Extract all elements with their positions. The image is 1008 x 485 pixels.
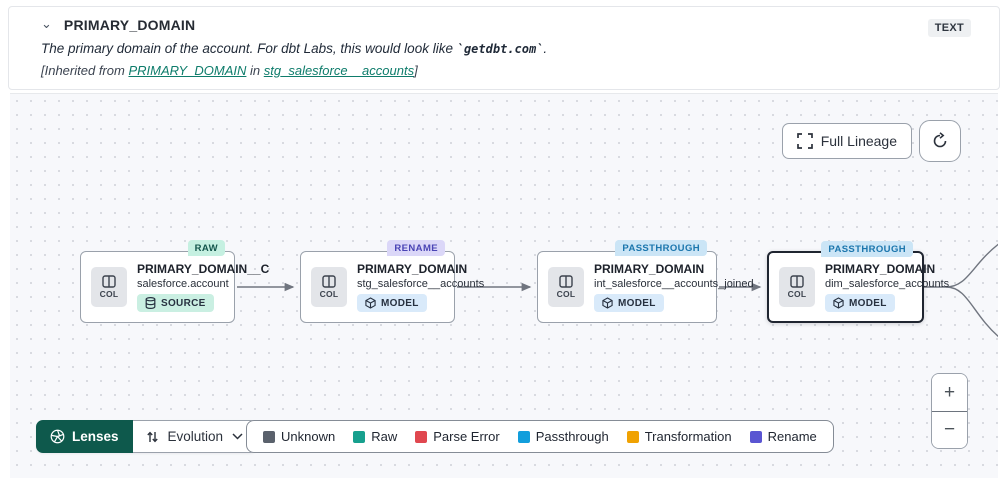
- legend-item: Raw: [353, 429, 397, 444]
- col-label: COL: [556, 289, 576, 299]
- legend-swatch: [415, 430, 428, 443]
- node-status-tag: PASSTHROUGH: [615, 240, 707, 256]
- lens-legend: Unknown Raw Parse Error Passthrough Tran…: [246, 420, 834, 453]
- node-kind-badge: MODEL: [594, 294, 664, 312]
- lineage-node-int[interactable]: PASSTHROUGH COL PRIMARY_DOMAIN int_sales…: [537, 240, 754, 323]
- col-label: COL: [319, 289, 339, 299]
- column-icon: [790, 275, 804, 288]
- cube-icon: [365, 297, 376, 309]
- full-lineage-label: Full Lineage: [820, 133, 897, 149]
- aperture-icon: [50, 429, 65, 444]
- node-title: PRIMARY_DOMAIN__C: [137, 262, 270, 276]
- legend-label: Passthrough: [535, 429, 609, 444]
- legend-swatch: [263, 430, 275, 443]
- column-icon: [559, 275, 573, 288]
- column-name-title: PRIMARY_DOMAIN: [63, 17, 196, 33]
- legend-item: Unknown: [263, 429, 335, 444]
- column-icon: [322, 275, 336, 288]
- lineage-canvas[interactable]: Full Lineage RAW COL PRIMARY_DOMAIN__C s…: [10, 93, 998, 478]
- expand-icon: [796, 133, 813, 149]
- node-status-tag: PASSTHROUGH: [821, 241, 913, 257]
- inherited-prefix: [Inherited from: [41, 63, 129, 78]
- node-title: PRIMARY_DOMAIN: [825, 262, 936, 276]
- legend-label: Raw: [371, 429, 398, 444]
- zoom-controls: + −: [931, 373, 968, 449]
- description-code: `getdbt.com`: [456, 42, 544, 56]
- cube-icon: [602, 297, 613, 309]
- column-detail-card: ⌄ PRIMARY_DOMAIN TEXT The primary domain…: [8, 6, 1000, 90]
- legend-swatch: [749, 430, 762, 443]
- col-label: COL: [787, 289, 807, 299]
- column-icon: [102, 275, 116, 288]
- refresh-icon: [933, 132, 947, 148]
- lineage-node-dim[interactable]: PASSTHROUGH COL PRIMARY_DOMAIN dim_sales…: [767, 241, 950, 323]
- node-kind-label: MODEL: [849, 297, 887, 309]
- evolution-dropdown[interactable]: Evolution: [132, 420, 258, 453]
- legend-item: Parse Error: [415, 429, 500, 444]
- node-status-tag: RAW: [187, 240, 225, 256]
- legend-swatch: [517, 430, 530, 443]
- node-kind-badge: SOURCE: [137, 294, 214, 312]
- column-description: The primary domain of the account. For d…: [41, 41, 977, 56]
- zoom-out-button[interactable]: −: [932, 411, 967, 448]
- description-period: .: [543, 41, 548, 56]
- legend-swatch: [626, 430, 639, 443]
- lenses-label: Lenses: [72, 429, 119, 444]
- col-label: COL: [99, 289, 119, 299]
- node-subtitle: stg_salesforce__accounts: [357, 278, 485, 290]
- node-kind-badge: MODEL: [825, 294, 895, 312]
- inherited-model-link[interactable]: stg_salesforce__accounts: [263, 63, 415, 78]
- evolution-label: Evolution: [167, 429, 224, 444]
- lineage-node-stg[interactable]: RENAME COL PRIMARY_DOMAIN stg_salesforce…: [300, 240, 485, 323]
- lenses-button[interactable]: Lenses: [36, 420, 133, 453]
- full-lineage-button[interactable]: Full Lineage: [781, 123, 912, 159]
- node-subtitle: salesforce.account: [137, 278, 229, 290]
- node-subtitle: dim_salesforce_accounts: [825, 278, 950, 290]
- legend-label: Rename: [767, 429, 817, 444]
- legend-label: Unknown: [281, 429, 336, 444]
- node-title: PRIMARY_DOMAIN: [594, 262, 705, 276]
- lens-controls: Lenses Evolution: [36, 420, 258, 453]
- collapse-chevron-icon[interactable]: ⌄: [41, 16, 52, 31]
- node-kind-badge: MODEL: [357, 294, 427, 312]
- legend-item: Transformation: [626, 429, 732, 444]
- column-icon-box: COL: [91, 267, 127, 307]
- zoom-in-button[interactable]: +: [932, 374, 967, 411]
- node-kind-label: MODEL: [381, 297, 419, 309]
- chevron-down-icon: [232, 433, 243, 440]
- description-text: The primary domain of the account. For d…: [41, 41, 457, 56]
- swap-vertical-icon: [146, 431, 158, 442]
- node-kind-label: SOURCE: [161, 297, 206, 309]
- refresh-button[interactable]: [919, 120, 961, 162]
- inherited-note: [Inherited from PRIMARY_DOMAIN in stg_sa…: [41, 63, 977, 78]
- cube-icon: [833, 297, 844, 309]
- column-icon-box: COL: [548, 267, 584, 307]
- legend-label: Parse Error: [433, 429, 500, 444]
- column-type-badge: TEXT: [927, 19, 971, 37]
- database-icon: [145, 297, 156, 309]
- legend-item: Passthrough: [517, 429, 609, 444]
- node-kind-label: MODEL: [618, 297, 656, 309]
- legend-item: Rename: [749, 429, 817, 444]
- inherited-column-link[interactable]: PRIMARY_DOMAIN: [128, 63, 247, 78]
- node-status-tag: RENAME: [387, 240, 445, 256]
- lineage-node-source[interactable]: RAW COL PRIMARY_DOMAIN__C salesforce.acc…: [80, 240, 270, 323]
- legend-swatch: [353, 430, 366, 443]
- node-subtitle: int_salesforce__accounts_joined: [594, 278, 754, 290]
- legend-label: Transformation: [644, 429, 732, 444]
- column-icon-box: COL: [311, 267, 347, 307]
- column-icon-box: COL: [779, 267, 815, 307]
- inherited-suffix: ]: [414, 63, 418, 78]
- node-title: PRIMARY_DOMAIN: [357, 262, 468, 276]
- inherited-mid: in: [246, 63, 264, 78]
